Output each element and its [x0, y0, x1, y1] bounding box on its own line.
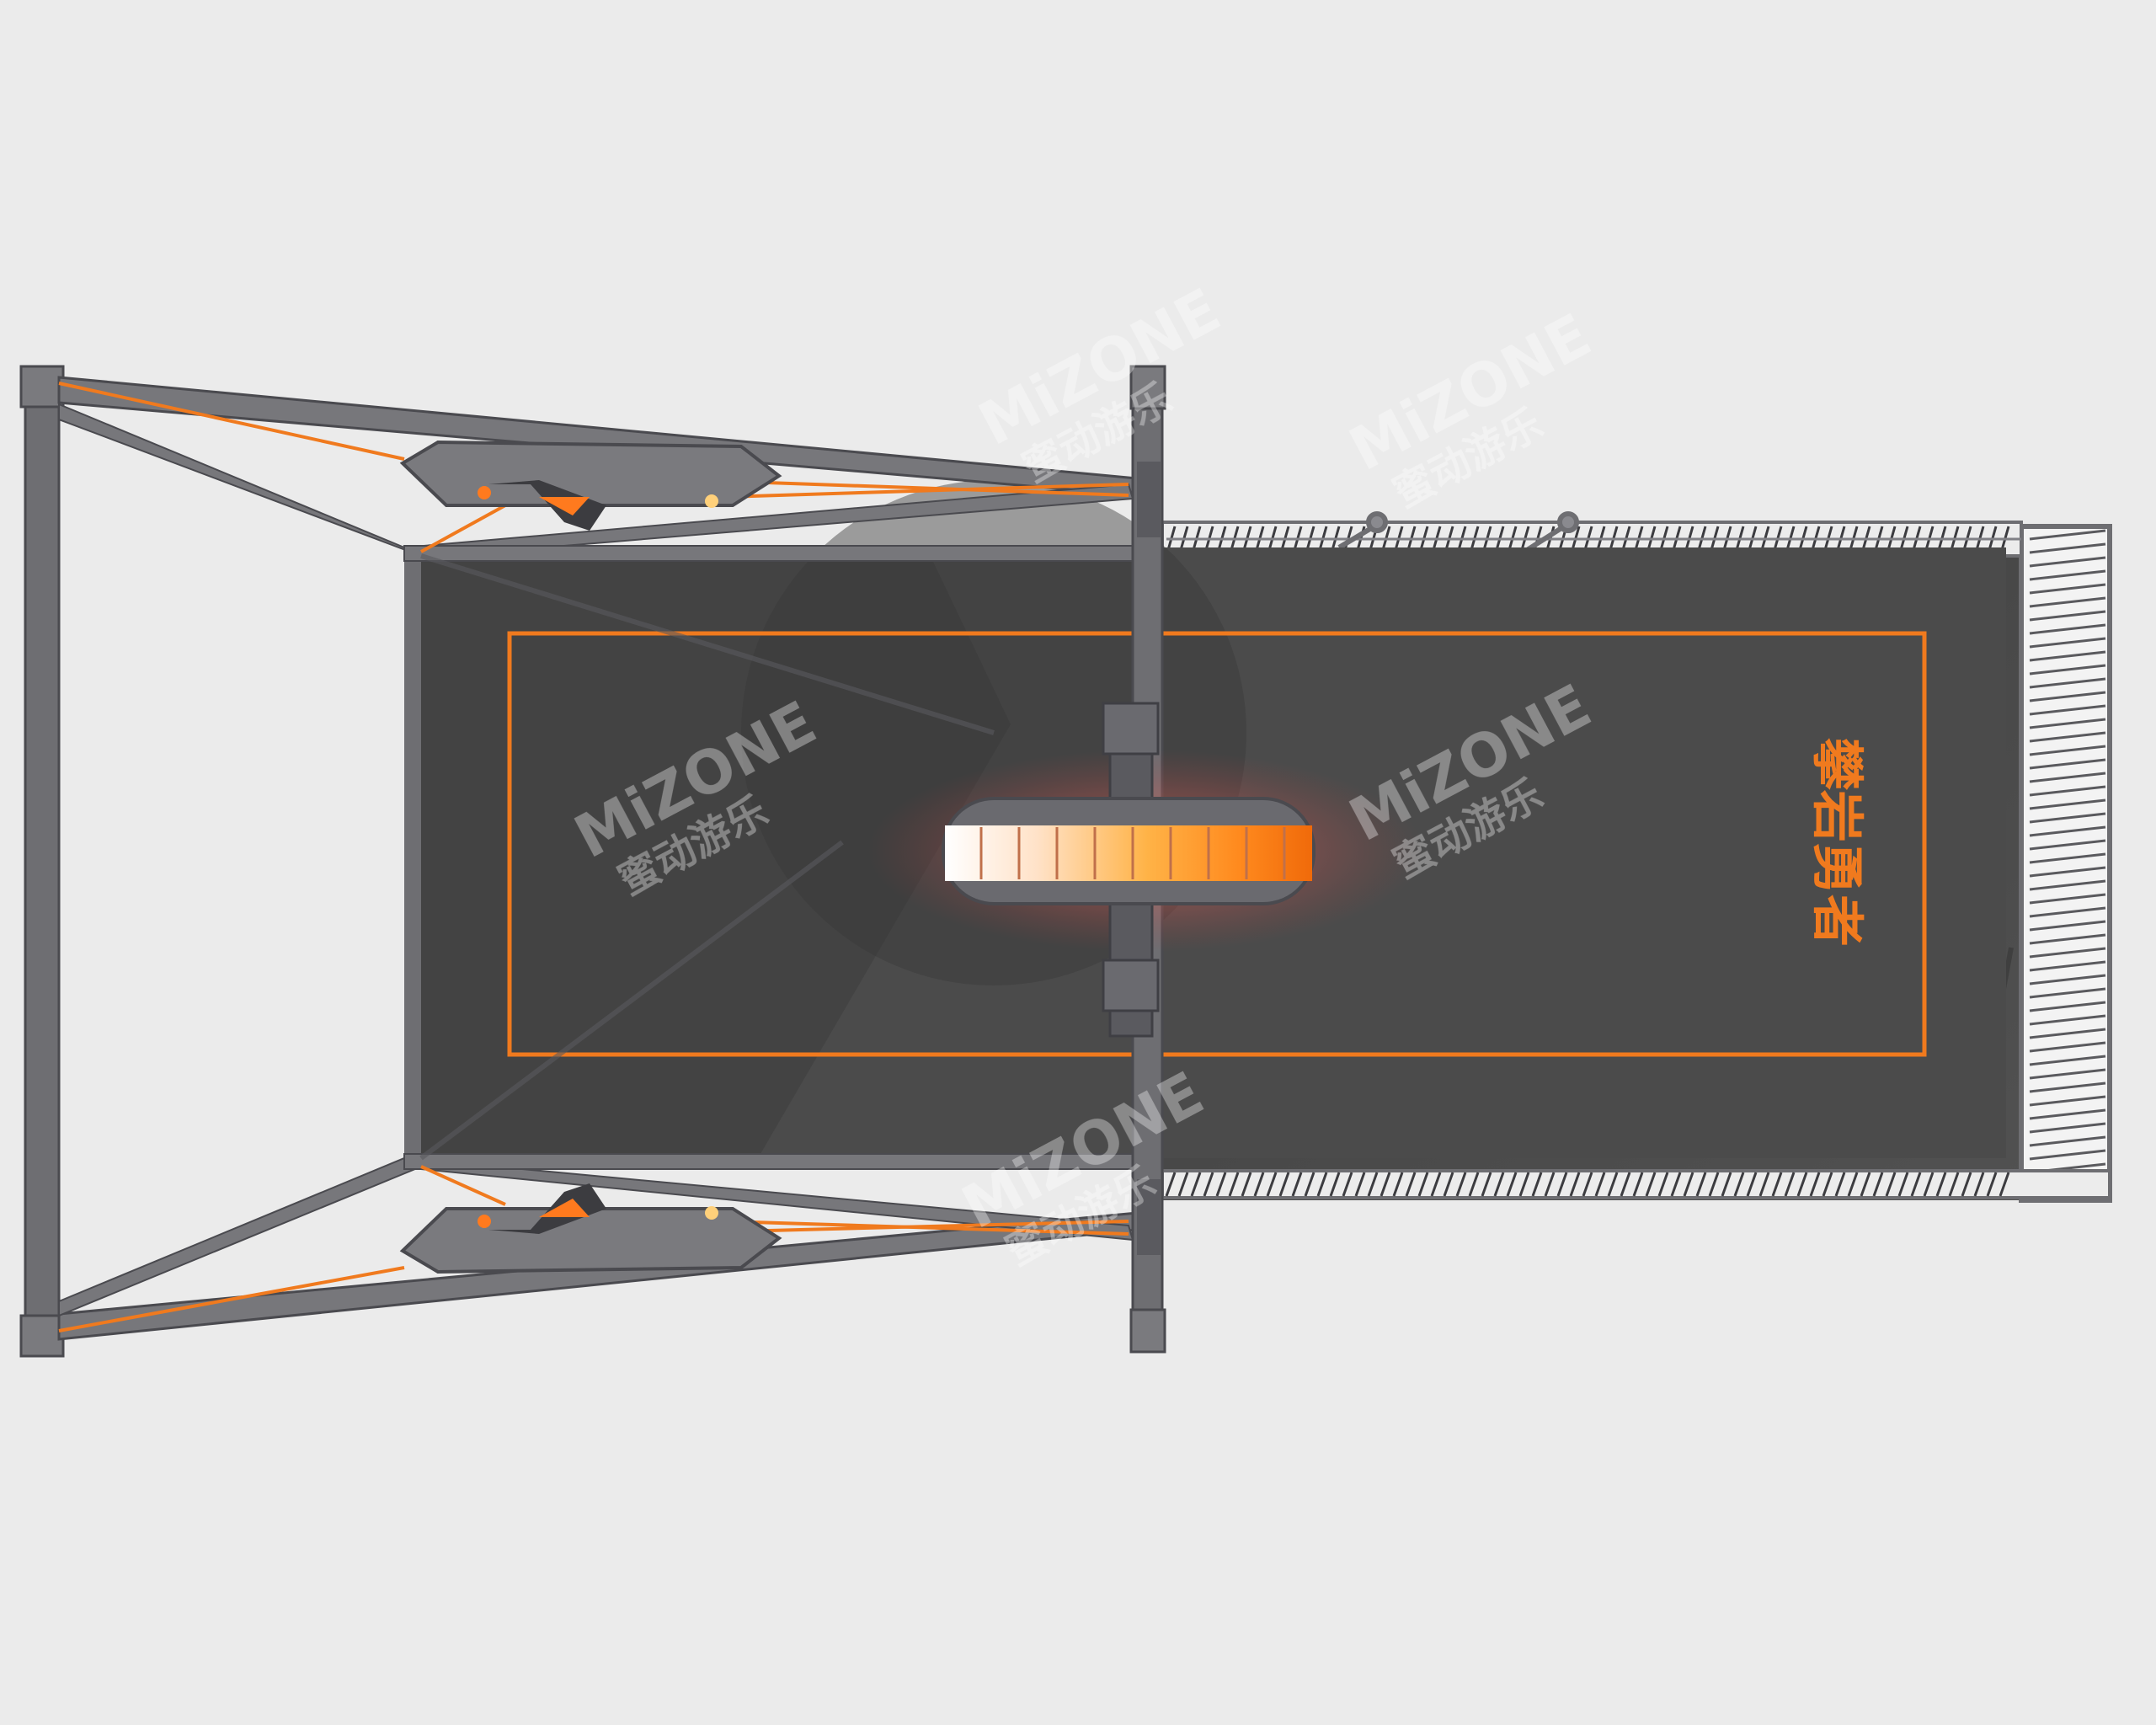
end-railing-bars: [2029, 529, 2106, 1188]
main-floor: [414, 480, 2006, 1158]
top-device: [399, 440, 782, 531]
play-boundary: [507, 631, 1927, 1057]
glowing-ring: [867, 702, 1423, 1038]
bottom-railing: [1161, 1169, 2111, 1199]
floor-title: 攀岩勇者: [1806, 738, 1868, 947]
bottom-device: [399, 1183, 782, 1274]
railing-handles: [1337, 511, 1579, 554]
end-railing: [2019, 524, 2112, 1203]
floor-title-group: 攀岩勇者: [1806, 738, 1868, 947]
